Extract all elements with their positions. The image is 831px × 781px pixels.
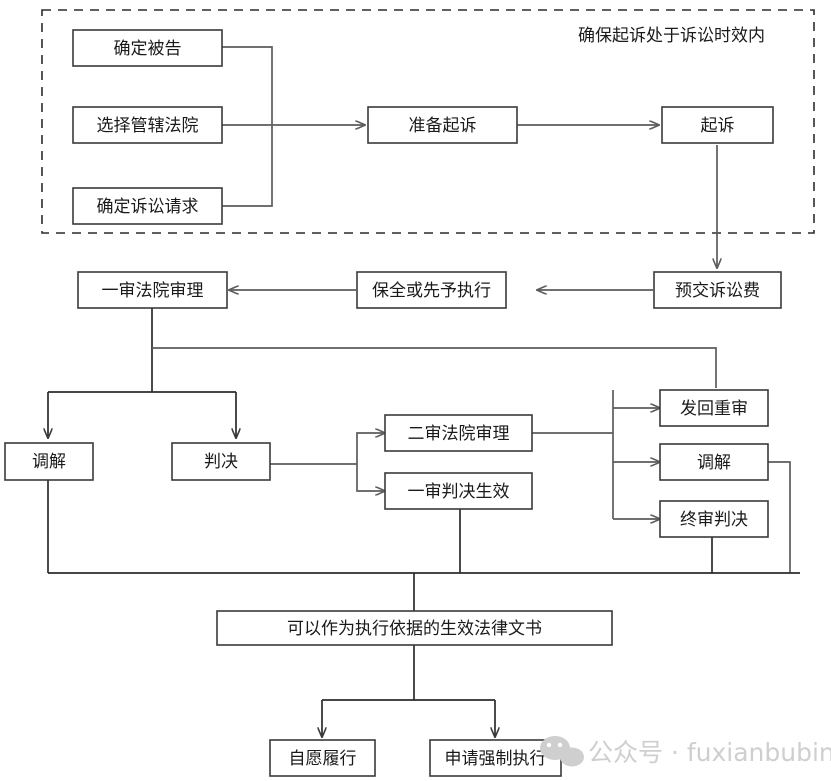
- node-label: 自愿履行: [289, 749, 357, 769]
- link-judgment-to-second-trial: [356, 433, 385, 464]
- node-label: 确定诉讼请求: [97, 197, 199, 217]
- node-apply-enforcement[interactable]: 申请强制执行: [429, 739, 562, 777]
- node-first-judgment-effective[interactable]: 一审判决生效: [384, 472, 533, 510]
- node-mediation-left[interactable]: 调解: [4, 442, 94, 481]
- node-prepare-suit[interactable]: 准备起诉: [367, 106, 518, 144]
- node-label: 保全或先予执行: [372, 281, 491, 301]
- node-prepay-fee[interactable]: 预交诉讼费: [653, 271, 782, 309]
- node-choose-court[interactable]: 选择管辖法院: [72, 106, 223, 144]
- node-confirm-claims[interactable]: 确定诉讼请求: [72, 187, 223, 225]
- watermark: 公众号 · fuxianbubin: [540, 736, 831, 767]
- node-file-suit[interactable]: 起诉: [661, 106, 774, 144]
- node-enforceable-document[interactable]: 可以作为执行依据的生效法律文书: [216, 610, 613, 646]
- node-mediation-right[interactable]: 调解: [659, 443, 769, 481]
- pre-filing-group-box: [41, 9, 815, 234]
- node-remand-retrial[interactable]: 发回重审: [659, 389, 769, 427]
- node-label: 预交诉讼费: [675, 281, 760, 301]
- node-label: 确定被告: [114, 39, 182, 59]
- wechat-icon: [540, 736, 584, 767]
- node-voluntary-performance[interactable]: 自愿履行: [269, 739, 376, 777]
- node-label: 可以作为执行依据的生效法律文书: [287, 619, 542, 639]
- node-preservation[interactable]: 保全或先予执行: [356, 271, 507, 309]
- link-judgment-to-first-effective: [356, 464, 385, 491]
- node-label: 申请强制执行: [445, 749, 547, 769]
- node-label: 终审判决: [680, 510, 748, 530]
- node-label: 调解: [32, 452, 66, 472]
- link-confirm-claims-to-junction: [222, 125, 273, 207]
- node-confirm-defendant[interactable]: 确定被告: [72, 29, 223, 67]
- node-label: 一审判决生效: [408, 482, 510, 502]
- node-judgment[interactable]: 判决: [171, 442, 271, 481]
- watermark-label: 公众号 · fuxianbubin: [588, 738, 831, 767]
- group-note-label: 确保起诉处于诉讼时效内: [578, 26, 765, 46]
- node-label: 调解: [697, 453, 731, 473]
- node-label: 二审法院审理: [408, 424, 510, 444]
- node-first-instance-trial[interactable]: 一审法院审理: [77, 271, 228, 309]
- node-label: 选择管辖法院: [97, 116, 199, 136]
- node-label: 判决: [204, 452, 238, 472]
- link-first-trial-to-remand-feeder: [152, 347, 717, 388]
- node-label: 发回重审: [680, 399, 748, 419]
- node-label: 起诉: [701, 116, 735, 136]
- node-label: 准备起诉: [409, 116, 477, 136]
- link-confirm-defendant-to-junction: [222, 46, 273, 125]
- node-label: 一审法院审理: [102, 281, 204, 301]
- link-mediation-right-down: [768, 461, 791, 573]
- node-second-instance-trial[interactable]: 二审法院审理: [384, 414, 533, 452]
- node-final-judgment[interactable]: 终审判决: [659, 500, 769, 538]
